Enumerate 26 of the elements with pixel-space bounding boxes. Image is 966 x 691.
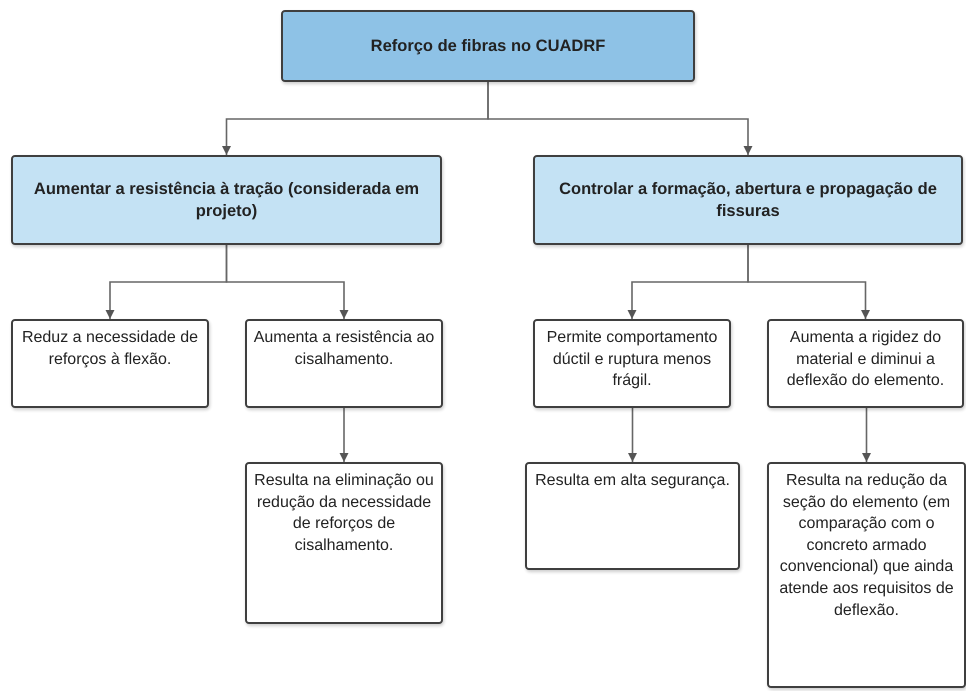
box-text: Aumenta a rigidez do material e diminui a deflexão do elemento. <box>786 328 946 392</box>
box-text: Resulta em alta segurança. <box>535 471 730 491</box>
category-box <box>11 155 442 245</box>
effect-box <box>11 319 209 408</box>
box-text: Aumentar a resistência à tração (considerada em projeto) <box>32 178 420 222</box>
effect-box <box>533 319 731 408</box>
effect-box <box>767 462 966 688</box>
box-text: Reduz a necessidade de reforços à flexão. <box>20 328 200 370</box>
box-text: Resulta na eliminação ou redução da necessidade de reforços de cisalhamento. <box>253 471 435 556</box>
connector-arrow <box>340 408 348 462</box>
effect-box <box>767 319 964 408</box>
effect-box <box>525 462 740 570</box>
effect-box <box>245 462 443 624</box>
connector-arrow <box>862 408 871 462</box>
box-text: Reforço de fibras no CUADRF <box>370 36 606 57</box>
connector-arrow <box>747 245 870 319</box>
effect-box <box>245 319 443 408</box>
box-text: Controlar a formação, abertura e propagação de fissuras <box>558 178 938 222</box>
box-text: Aumenta a resistência ao cisalhamento. <box>253 328 435 370</box>
category-box <box>533 155 963 245</box>
connector-arrow <box>628 408 637 462</box>
box-text: Permite comportamento dúctil e ruptura menos frágil. <box>546 328 718 392</box>
title-box <box>281 10 695 82</box>
connector-arrow <box>487 82 752 155</box>
connector-arrow <box>226 245 348 319</box>
box-text: Resulta na redução da seção do elemento (em comparação com o concreto armado convencional) que ainda atende aos requisitos de deflexão. <box>778 471 955 621</box>
